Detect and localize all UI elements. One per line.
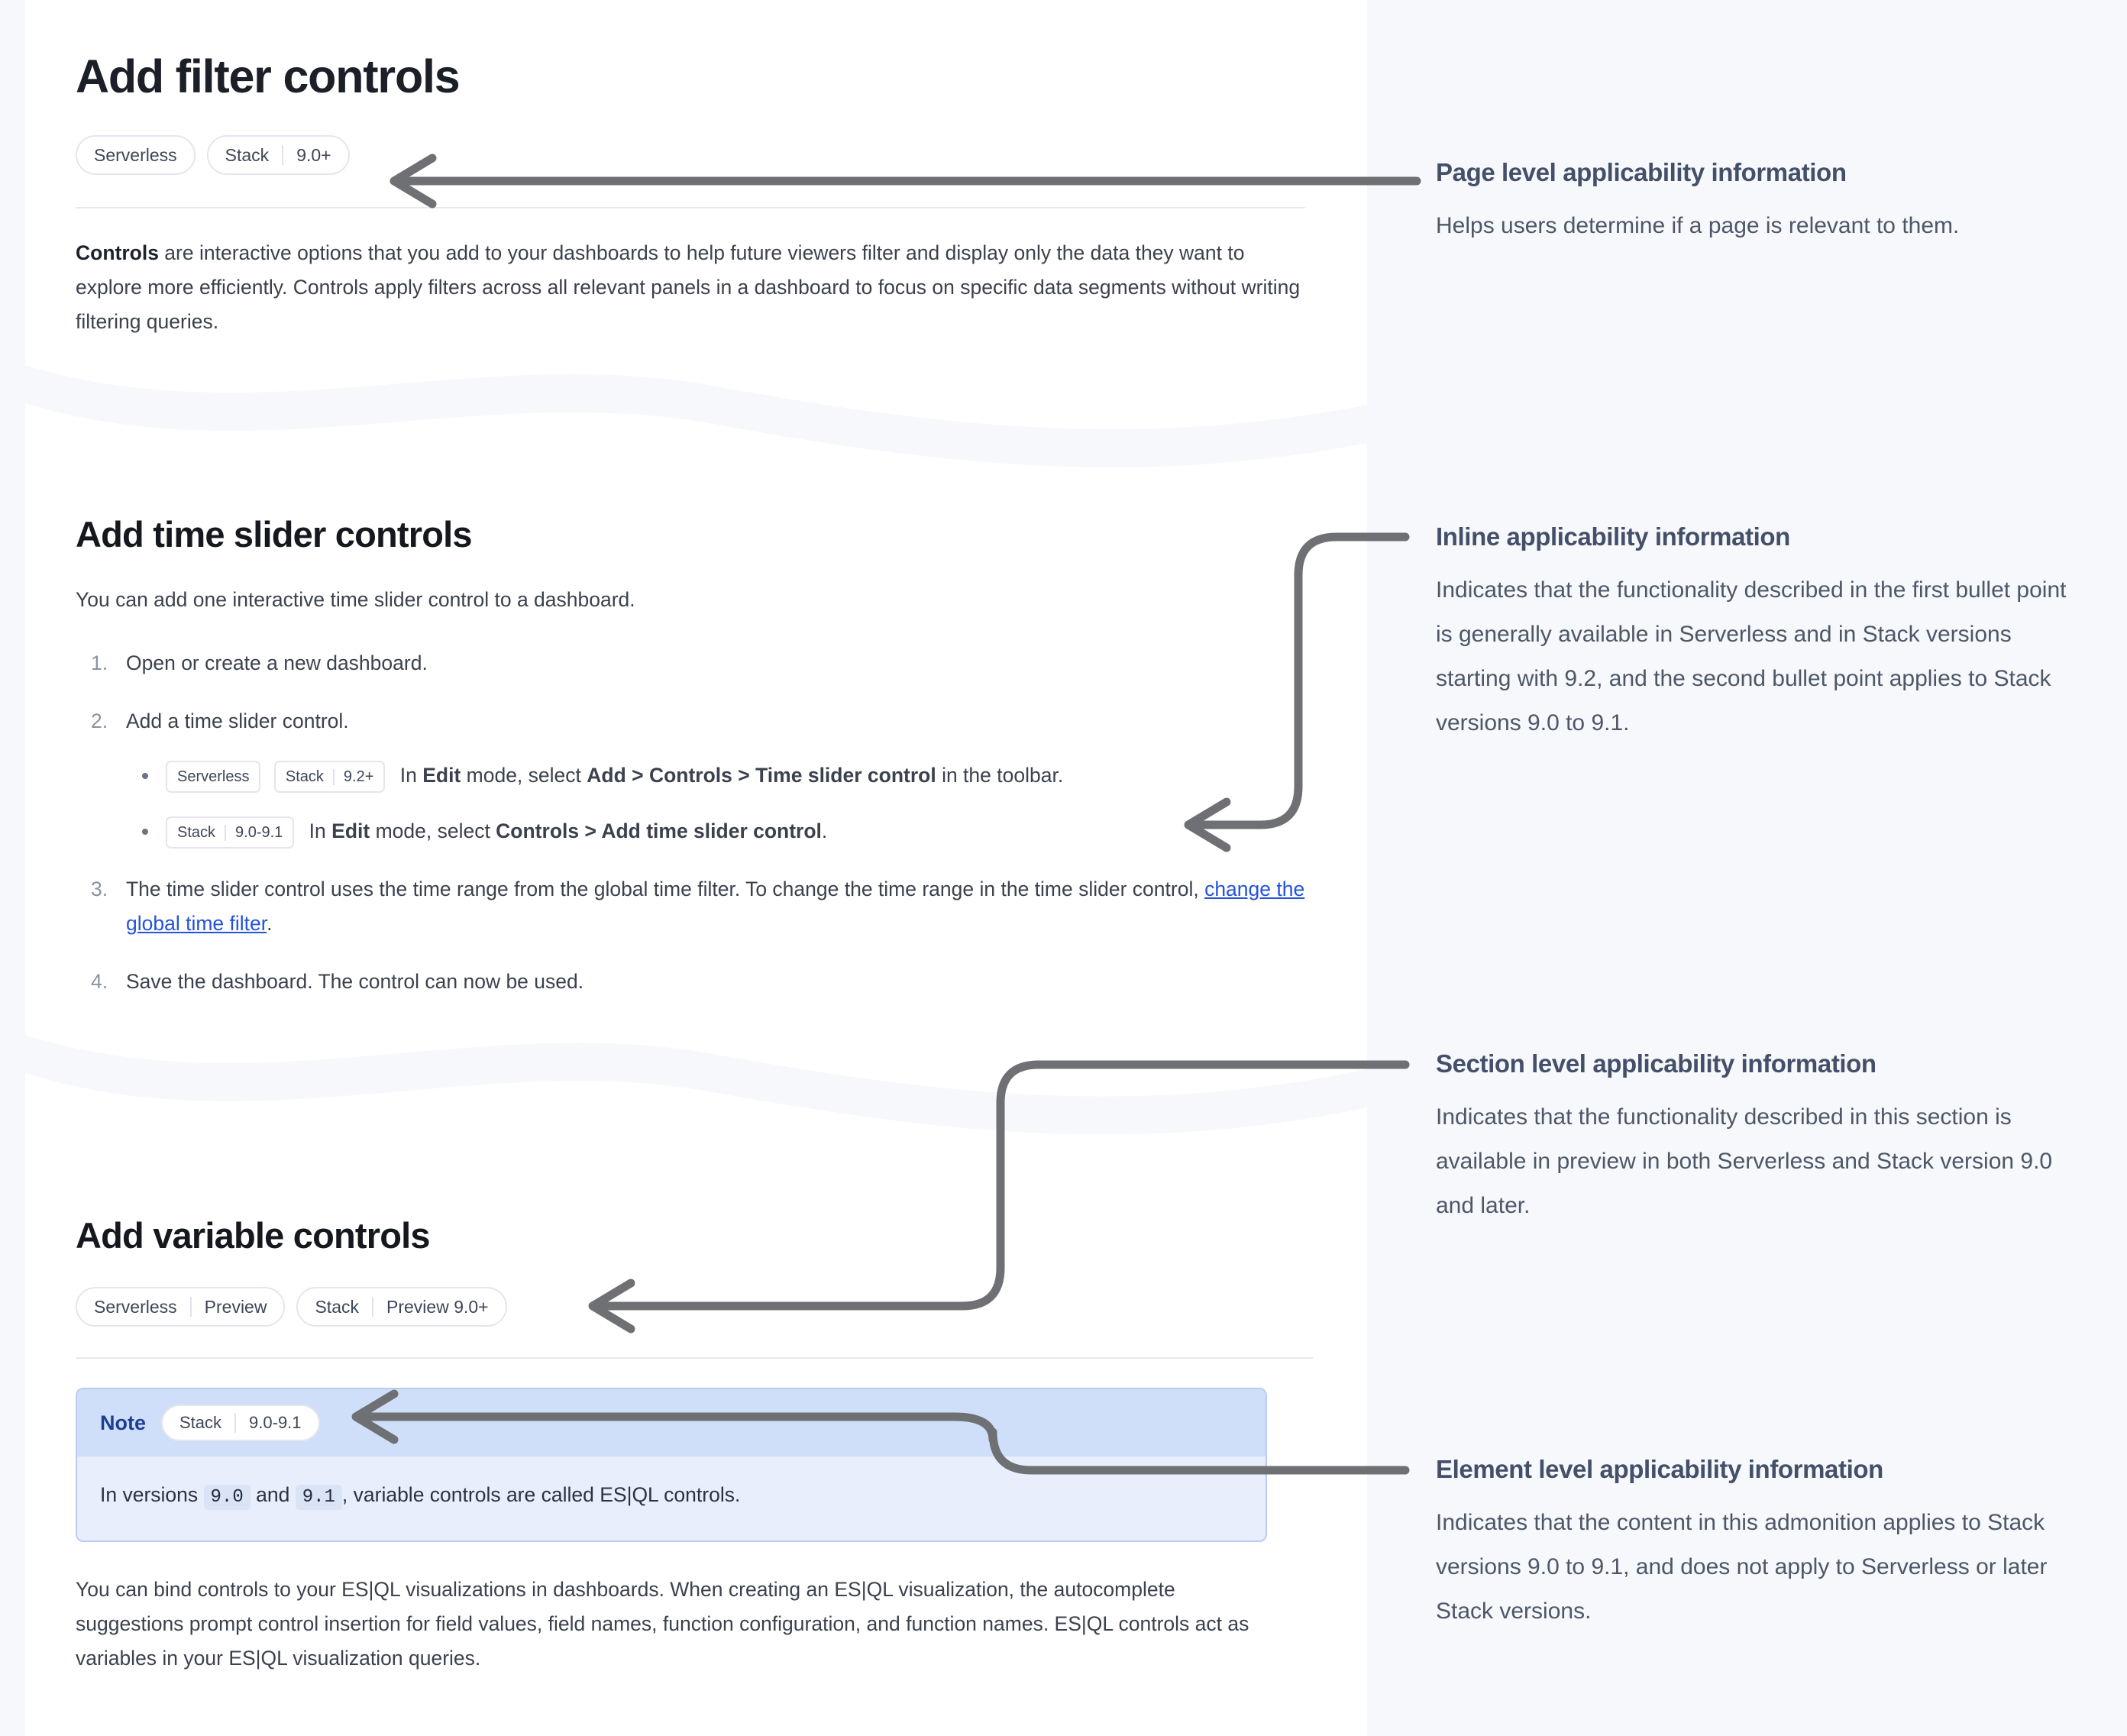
step-text-after-link: . xyxy=(267,912,273,935)
badge-part-lifecycle: Preview xyxy=(204,1296,267,1317)
badge-part-product: Stack xyxy=(179,1413,222,1432)
seg-plain: In xyxy=(309,820,332,842)
stack-badge[interactable]: Stack 9.0-9.1 xyxy=(161,1405,320,1441)
stack-preview-badge[interactable]: Stack Preview 9.0+ xyxy=(296,1287,507,1327)
sub-bullet-1: Serverless Stack 9.2+ In Edit mode, sele… xyxy=(142,758,1313,793)
step-text-before-link: The time slider control uses the time ra… xyxy=(126,878,1205,900)
variable-controls-paragraph: You can bind controls to your ES|QL visu… xyxy=(76,1578,1249,1670)
seg-bold: Controls > Add time slider control xyxy=(496,820,822,842)
annotation-title: Section level applicability information xyxy=(1436,1049,1876,1078)
note-header: Note Stack 9.0-9.1 xyxy=(77,1389,1266,1456)
seg-bold: Add > Controls > Time slider control xyxy=(587,764,936,787)
title-divider xyxy=(76,207,1305,209)
sub-bullet-text: In Edit mode, select Controls > Add time… xyxy=(309,820,828,842)
seg-bold: Edit xyxy=(422,764,461,787)
note-code-90: 9.0 xyxy=(203,1485,251,1510)
badge-divider xyxy=(225,824,227,841)
badge-part-product: Stack xyxy=(177,824,216,841)
badge-divider xyxy=(189,1297,192,1317)
note-seg-plain: , variable controls are called ES|QL con… xyxy=(341,1483,741,1506)
step-text: Add a time slider control. xyxy=(126,710,349,732)
badge-part-version: 9.0-9.1 xyxy=(249,1413,302,1432)
annotation-body: Indicates that the content in this admon… xyxy=(1436,1510,2048,1624)
seg-plain: In xyxy=(399,764,423,787)
badge-part-version: 9.2+ xyxy=(343,768,374,785)
page-applicability-badges: Serverless Stack 9.0+ xyxy=(76,135,1305,175)
doc-panel-intro xyxy=(25,0,1367,428)
annotation-body: Helps users determine if a page is relev… xyxy=(1436,213,1960,238)
seg-plain: mode, select xyxy=(461,764,587,787)
badge-part-product: Stack xyxy=(315,1296,359,1317)
step-1: Open or create a new dashboard. xyxy=(91,646,1313,680)
annotation-section-level: Section level applicability information … xyxy=(1436,1048,2089,1228)
page-title: Add filter controls xyxy=(76,50,461,102)
seg-plain: . xyxy=(821,820,828,842)
section-applicability-badges: Serverless Preview Stack Preview 9.0+ xyxy=(76,1287,1313,1327)
seg-plain: mode, select xyxy=(370,820,496,842)
badge-part-lifecycle-version: Preview 9.0+ xyxy=(386,1296,489,1317)
section-divider xyxy=(76,1357,1313,1359)
seg-bold: Edit xyxy=(331,820,370,842)
badge-divider xyxy=(332,768,335,785)
annotation-page-level: Page level applicability information Hel… xyxy=(1436,157,2089,248)
note-code-91: 9.1 xyxy=(295,1485,342,1510)
section-intro-time-slider: You can add one interactive time slider … xyxy=(76,588,635,611)
sub-bullet-2: Stack 9.0-9.1 In Edit mode, select Contr… xyxy=(142,814,1313,849)
annotation-title: Element level applicability information xyxy=(1436,1455,1883,1483)
badge-divider xyxy=(282,145,284,165)
stack-badge[interactable]: Stack 9.0-9.1 xyxy=(166,816,295,849)
badge-divider xyxy=(372,1297,373,1317)
seg-plain: in the toolbar. xyxy=(936,764,1064,787)
change-global-time-filter-link[interactable]: change the global time filter xyxy=(126,878,1305,935)
serverless-preview-badge[interactable]: Serverless Preview xyxy=(76,1287,286,1327)
badge-part-product: Serverless xyxy=(94,1296,177,1317)
stack-badge[interactable]: Stack 9.0+ xyxy=(206,135,350,175)
annotation-body: Indicates that the functionality describ… xyxy=(1436,577,2067,735)
note-seg-plain: and xyxy=(250,1483,296,1506)
section-heading-time-slider: Add time slider controls xyxy=(76,514,473,554)
annotation-title: Inline applicability information xyxy=(1436,522,1790,551)
intro-lead: Controls xyxy=(76,241,159,264)
note-seg-plain: In versions xyxy=(100,1483,204,1506)
intro-rest: are interactive options that you add to … xyxy=(76,241,1301,333)
badge-divider xyxy=(234,1413,237,1433)
badge-part-product: Serverless xyxy=(94,144,177,165)
sub-bullet-text: In Edit mode, select Add > Controls > Ti… xyxy=(400,764,1063,787)
step-text: Open or create a new dashboard. xyxy=(126,651,428,674)
annotation-inline: Inline applicability information Indicat… xyxy=(1436,521,2089,745)
section-heading-variable: Add variable controls xyxy=(76,1215,431,1256)
badge-part-version: 9.0-9.1 xyxy=(235,824,283,841)
step-3: The time slider control uses the time ra… xyxy=(91,872,1317,941)
serverless-badge[interactable]: Serverless xyxy=(166,761,261,793)
badge-part-product: Serverless xyxy=(177,768,250,785)
step-2-sublist: Serverless Stack 9.2+ In Edit mode, sele… xyxy=(126,758,1313,849)
annotation-body: Indicates that the functionality describ… xyxy=(1436,1104,2053,1218)
step-2: Add a time slider control. Serverless St… xyxy=(91,704,1313,849)
note-title: Note xyxy=(100,1411,146,1434)
intro-paragraph: Controls are interactive options that yo… xyxy=(76,236,1307,339)
note-body: In versions 9.0 and 9.1, variable contro… xyxy=(77,1456,1266,1540)
note-admonition: Note Stack 9.0-9.1 In versions 9.0 and 9… xyxy=(76,1388,1267,1542)
badge-part-version: 9.0+ xyxy=(296,144,331,165)
serverless-badge[interactable]: Serverless xyxy=(76,135,196,175)
badge-part-product: Stack xyxy=(225,144,270,165)
stack-badge[interactable]: Stack 9.2+ xyxy=(273,761,386,793)
badge-part-product: Stack xyxy=(285,768,324,785)
step-text: Save the dashboard. The control can now … xyxy=(126,970,584,993)
annotation-element-level: Element level applicability information … xyxy=(1436,1453,2089,1634)
time-slider-steps: Open or create a new dashboard. Add a ti… xyxy=(76,646,1313,999)
step-4: Save the dashboard. The control can now … xyxy=(91,965,1313,999)
annotation-title: Page level applicability information xyxy=(1436,158,1847,186)
documentation-column: Add filter controls Serverless Stack 9.0… xyxy=(25,0,1367,1736)
